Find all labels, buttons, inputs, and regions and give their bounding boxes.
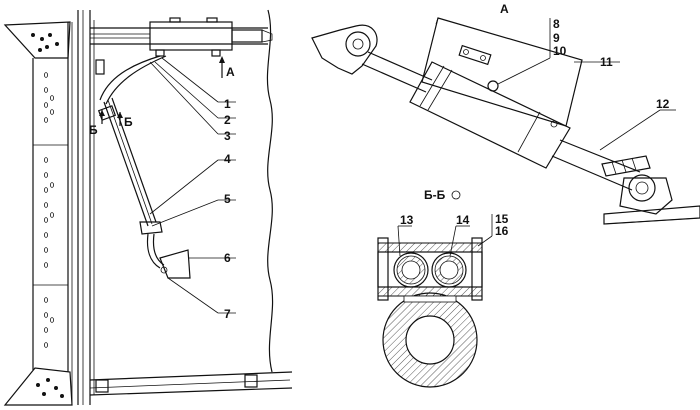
callout-2: 2 bbox=[224, 113, 231, 127]
callout-13: 13 bbox=[400, 213, 414, 227]
callout-12: 12 bbox=[656, 97, 670, 111]
callout-16: 16 bbox=[495, 224, 509, 238]
arrow-a-label: А bbox=[226, 65, 235, 79]
callout-10: 10 bbox=[553, 44, 567, 58]
callout-9: 9 bbox=[553, 31, 560, 45]
callout-8: 8 bbox=[553, 17, 560, 31]
callout-3: 3 bbox=[224, 129, 231, 143]
top-gusset bbox=[3, 21, 71, 59]
section-label: Б-Б bbox=[424, 188, 446, 202]
fitting-6 bbox=[159, 249, 191, 279]
lower-plate bbox=[603, 205, 700, 225]
section-mark-right: Б bbox=[124, 115, 133, 129]
view-a-label: А bbox=[500, 2, 509, 16]
callout-4: 4 bbox=[224, 152, 231, 166]
callout-6: 6 bbox=[224, 251, 231, 265]
cylinder-body bbox=[409, 61, 571, 169]
top-cylinder-block bbox=[149, 21, 233, 51]
view-a: А bbox=[311, 2, 700, 225]
callout-15: 15 bbox=[495, 212, 509, 226]
callout-11: 11 bbox=[600, 55, 613, 69]
valve-block-11 bbox=[421, 17, 583, 127]
section-bb: Б-Б 13 14 15 16 bbox=[377, 188, 509, 388]
callout-7: 7 bbox=[224, 307, 231, 321]
section-mark-left: Б bbox=[89, 123, 98, 137]
callout-1: 1 bbox=[224, 97, 231, 111]
callout-14: 14 bbox=[456, 213, 470, 227]
callout-5: 5 bbox=[224, 192, 231, 206]
bottom-gusset bbox=[3, 367, 73, 406]
left-view: А Б Б 1 2 3 4 5 6 7 bbox=[3, 9, 293, 406]
break-line bbox=[266, 9, 274, 373]
upper-bracket bbox=[311, 24, 378, 75]
